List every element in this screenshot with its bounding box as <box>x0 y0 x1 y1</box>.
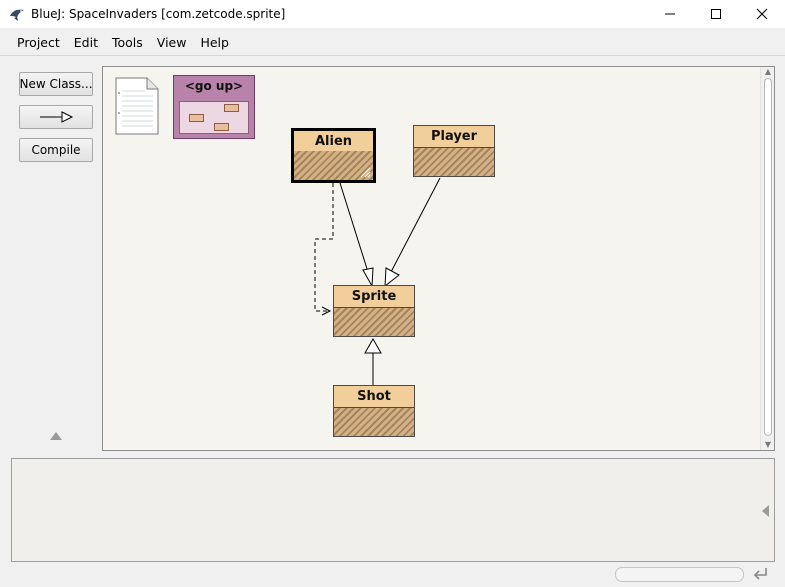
scroll-up-icon[interactable]: ▲ <box>764 67 772 76</box>
menu-project[interactable]: Project <box>17 34 60 50</box>
class-diagram-canvas[interactable]: <go up> Alien Player Sprite <box>102 66 775 451</box>
minimize-icon <box>665 13 675 15</box>
class-name: Shot <box>334 386 414 408</box>
alien-uses-sprite <box>314 183 334 312</box>
class-player[interactable]: Player <box>413 125 495 177</box>
title-bar: BlueJ: SpaceInvaders [com.zetcode.sprite… <box>0 0 785 28</box>
window-title: BlueJ: SpaceInvaders [com.zetcode.sprite… <box>31 7 286 21</box>
menu-edit[interactable]: Edit <box>73 34 98 50</box>
inheritance-head <box>362 267 374 288</box>
menu-bar: Project Edit Tools View Help <box>0 31 785 53</box>
expand-panel-icon[interactable] <box>762 505 769 517</box>
vertical-scrollbar[interactable]: ▲ ▼ <box>760 67 774 450</box>
maximize-button[interactable] <box>693 0 739 28</box>
menu-tools[interactable]: Tools <box>112 34 143 50</box>
class-name: Sprite <box>334 286 414 308</box>
class-body-uncompiled <box>414 148 494 176</box>
scrollbar-thumb[interactable] <box>764 78 772 436</box>
dependency-head <box>321 306 332 316</box>
alien-extends-sprite <box>339 182 369 273</box>
maximize-icon <box>711 9 721 19</box>
mini-class-box <box>189 114 204 122</box>
mini-class-box <box>224 104 239 112</box>
player-extends-sprite <box>390 177 441 273</box>
inheritance-head <box>364 337 382 354</box>
reset-arrow-icon[interactable] <box>751 566 769 582</box>
menu-help[interactable]: Help <box>200 34 229 50</box>
progress-bar <box>615 567 744 582</box>
package-preview <box>179 101 249 134</box>
collapse-arrow-icon[interactable] <box>50 432 62 440</box>
class-shot[interactable]: Shot <box>333 385 415 437</box>
scroll-down-icon[interactable]: ▼ <box>764 440 772 449</box>
message-panel[interactable] <box>11 458 775 562</box>
inheritance-head <box>384 267 400 288</box>
class-body-uncompiled <box>334 408 414 436</box>
close-icon <box>756 8 768 20</box>
resize-handle-icon[interactable] <box>359 166 371 178</box>
class-name: Alien <box>294 131 373 153</box>
bluej-bird-icon <box>10 9 24 21</box>
compile-button[interactable]: Compile <box>19 138 93 162</box>
class-name: Player <box>414 126 494 148</box>
minimize-button[interactable] <box>647 0 693 28</box>
class-sprite[interactable]: Sprite <box>333 285 415 337</box>
readme-document-icon[interactable] <box>115 77 159 135</box>
menu-separator <box>0 55 785 56</box>
class-body-uncompiled <box>334 308 414 336</box>
mini-class-box <box>214 123 229 131</box>
class-body-uncompiled <box>294 151 373 180</box>
window-controls <box>647 0 785 28</box>
close-button[interactable] <box>739 0 785 28</box>
new-inheritance-button[interactable] <box>19 105 93 129</box>
menu-view[interactable]: View <box>156 34 187 50</box>
inheritance-arrow-icon <box>40 111 74 123</box>
go-up-package[interactable]: <go up> <box>173 75 255 139</box>
new-class-button[interactable]: New Class... <box>19 72 93 96</box>
go-up-label: <go up> <box>184 79 244 93</box>
class-alien[interactable]: Alien <box>291 128 376 183</box>
